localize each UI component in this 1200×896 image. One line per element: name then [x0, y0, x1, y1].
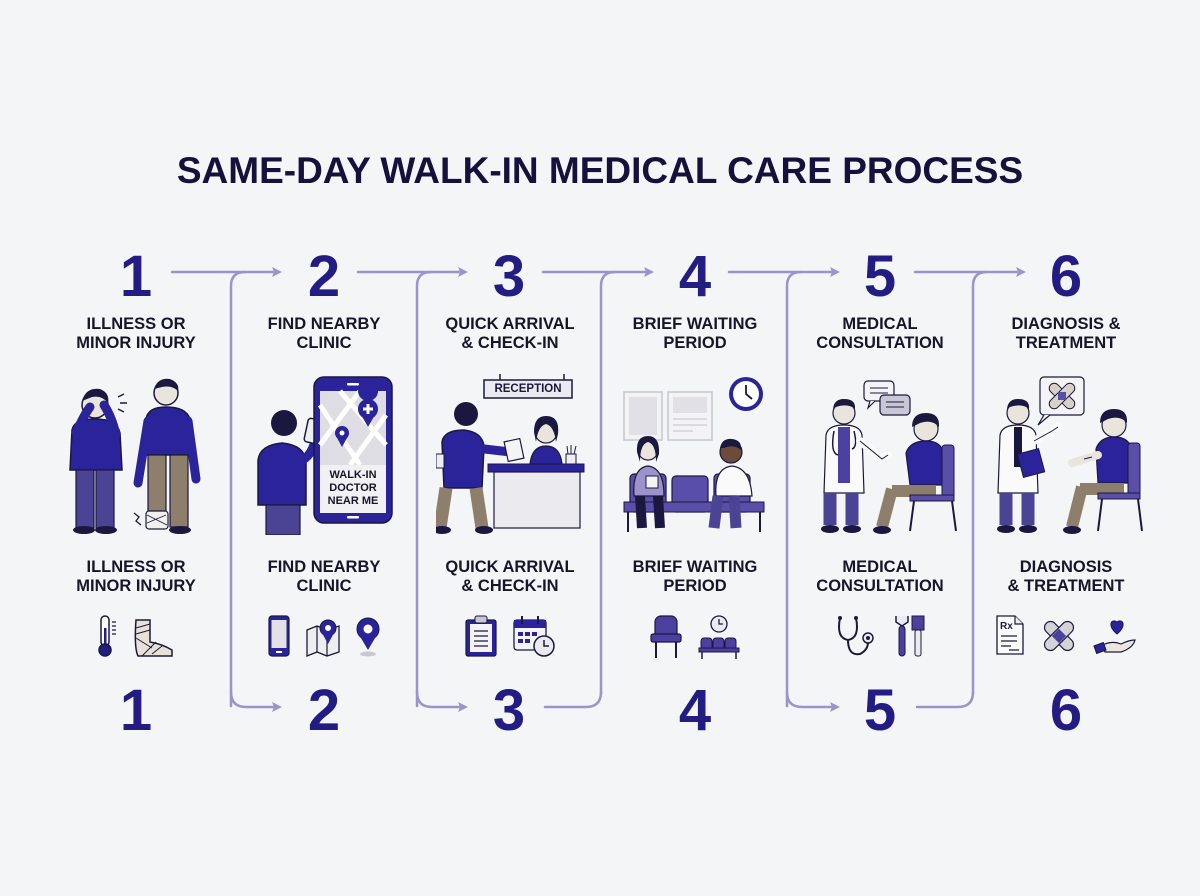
step-1-icons [46, 614, 226, 658]
step-3-number-bottom: 3 [492, 678, 526, 743]
step-1-subtitle: ILLNESS OR MINOR INJURY [76, 558, 196, 595]
bandage-icon [1043, 620, 1075, 652]
waiting-room-illustration [623, 377, 765, 532]
step-3-icons [420, 614, 600, 658]
find-clinic-illustration: WALK-IN DOCTOR NEAR ME [250, 375, 400, 535]
step-4-title: BRIEF WAITING PERIOD [632, 315, 758, 352]
step-6-icons: Rx [976, 614, 1156, 656]
prescription-icon: Rx [996, 615, 1024, 655]
step-5-number-top: 5 [863, 244, 897, 309]
treatment-illustration [997, 376, 1143, 534]
step-6-title: DIAGNOSIS & TREATMENT [1011, 315, 1121, 352]
step-4-subtitle: BRIEF WAITING PERIOD [632, 558, 758, 595]
bandaged-foot-icon [134, 619, 173, 657]
chair-icon [650, 615, 682, 658]
step-5-icons [790, 614, 970, 658]
step-4-number-top: 4 [678, 244, 712, 309]
person-with-phone-graphic [257, 376, 393, 535]
step-5-title: MEDICAL CONSULTATION [816, 315, 944, 352]
clipboard-icon [465, 615, 497, 657]
page-title: SAME-DAY WALK-IN MEDICAL CARE PROCESS [176, 150, 1024, 191]
step-6-subtitle: DIAGNOSIS & TREATMENT [1007, 558, 1125, 595]
step-5-number-bottom: 5 [863, 678, 897, 743]
step-6-number-bottom: 6 [1049, 678, 1083, 743]
step-3-title: QUICK ARRIVAL & CHECK-IN [445, 315, 575, 352]
tools-icon [895, 615, 925, 657]
caring-hand-heart-icon [1093, 620, 1136, 655]
step-1-title: ILLNESS OR MINOR INJURY [76, 315, 196, 352]
step-2-title: FIND NEARBY CLINIC [267, 315, 381, 352]
reception-desk-graphic [436, 374, 585, 534]
step-3-subtitle: QUICK ARRIVAL & CHECK-IN [445, 558, 575, 595]
step-5-subtitle: MEDICAL CONSULTATION [816, 558, 944, 595]
illness-injury-illustration [69, 378, 201, 534]
step-4-number-bottom: 4 [678, 678, 712, 743]
step-1-number-bottom: 1 [119, 678, 153, 743]
map-pin-icon [306, 619, 340, 657]
svg-text:Rx: Rx [1000, 621, 1013, 632]
step-1-number-top: 1 [119, 244, 153, 309]
step-4-icons [605, 614, 785, 660]
reception-sign-text: RECEPTION [494, 383, 562, 395]
step-2-number-bottom: 2 [307, 678, 341, 743]
location-pin-icon [356, 617, 380, 657]
step-6-number-top: 6 [1049, 244, 1083, 309]
step-2-icons [234, 614, 414, 658]
step-3-number-top: 3 [492, 244, 526, 309]
thermometer-icon [98, 615, 116, 657]
consultation-illustration [821, 380, 957, 534]
stethoscope-icon [838, 616, 874, 656]
calendar-clock-icon [513, 616, 555, 657]
step-2-number-top: 2 [307, 244, 341, 309]
smartphone-icon [268, 615, 290, 657]
step-2-subtitle: FIND NEARBY CLINIC [267, 558, 381, 595]
check-in-illustration: RECEPTION [436, 372, 586, 537]
waiting-bench-clock-icon [698, 615, 740, 659]
phone-screen-text: WALK-IN DOCTOR NEAR ME [327, 469, 379, 507]
